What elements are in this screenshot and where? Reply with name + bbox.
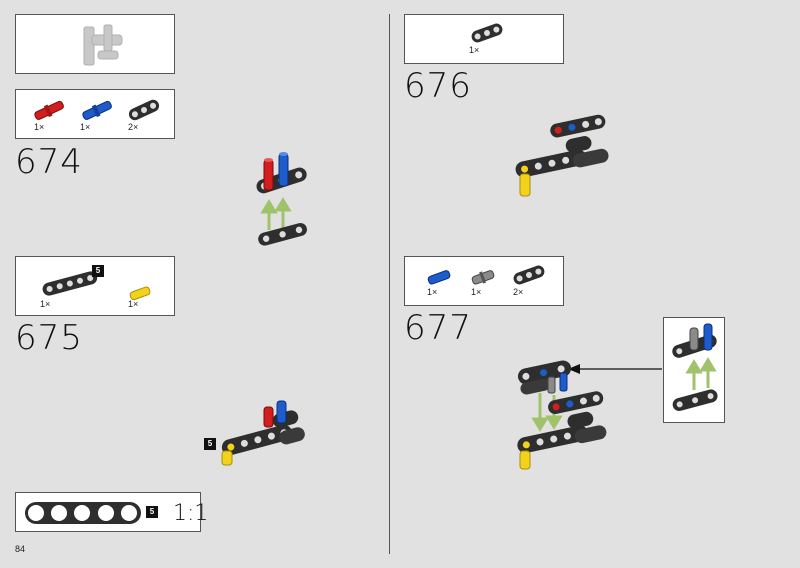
part-qty: 1× — [469, 45, 480, 55]
step-677-number: 677 — [404, 308, 472, 348]
length-badge: 5 — [204, 438, 216, 450]
step-677-parts-box: 1× 1× 2× — [404, 256, 564, 306]
step-675-assembly — [221, 400, 305, 466]
beam-3-part — [513, 265, 545, 285]
scale-ruler-box: 5 1:1 — [15, 492, 208, 532]
page-number: 84 — [15, 544, 26, 554]
beam-3-part — [128, 99, 160, 121]
part-qty: 1× — [40, 299, 51, 309]
step-676-assembly — [515, 114, 609, 197]
beam-5-part — [42, 271, 98, 296]
scale-label: 1:1 — [173, 501, 209, 526]
length-badge: 5 — [146, 506, 158, 518]
yellow-pin-part — [129, 286, 151, 301]
length-badge: 5 — [92, 265, 104, 277]
beam-5-ruler — [25, 502, 141, 524]
step-675-parts-box: 5 1× 1× — [15, 256, 175, 316]
step-674-number: 674 — [15, 142, 83, 182]
part-qty: 1× — [128, 299, 139, 309]
column-divider — [389, 14, 390, 554]
blue-pin-part — [427, 270, 451, 285]
callout-subassembly — [672, 323, 718, 411]
step-676-parts-box: 1× — [404, 14, 564, 64]
part-qty: 1× — [80, 122, 91, 132]
blue-pin-part — [82, 100, 112, 120]
part-qty: 1× — [471, 287, 482, 297]
step-676-number: 676 — [404, 66, 472, 106]
step-677-assembly — [517, 360, 662, 470]
step-677-callout-box — [663, 317, 725, 423]
part-qty: 1× — [427, 287, 438, 297]
part-qty: 1× — [34, 122, 45, 132]
step-674-assembly — [256, 152, 307, 246]
beam-3-part — [471, 23, 503, 43]
grey-axle-pin-part — [471, 270, 495, 285]
red-pin-part — [34, 100, 64, 120]
step-675-number: 675 — [15, 318, 83, 358]
step-674-parts-box: 1× 1× 2× — [15, 89, 175, 139]
subassembly-preview-box — [15, 14, 175, 74]
part-qty: 2× — [513, 287, 524, 297]
part-qty: 2× — [128, 122, 139, 132]
subassembly-preview-image — [83, 24, 123, 66]
